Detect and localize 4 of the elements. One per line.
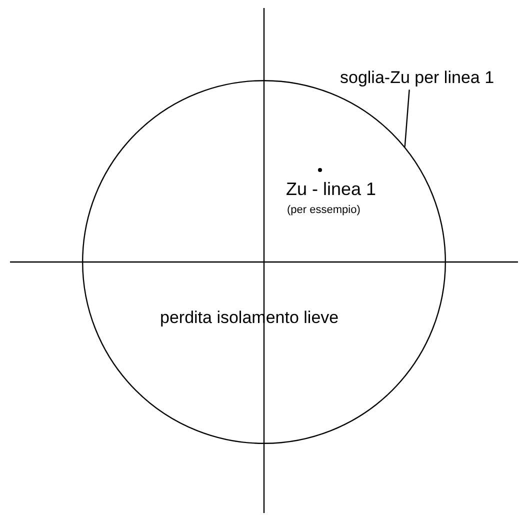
leader-line	[404, 90, 410, 147]
note-text: (per essempio)	[287, 204, 360, 216]
point-label: Zu - linea 1	[286, 180, 376, 200]
leader-label: soglia-Zu per linea 1	[340, 69, 494, 88]
